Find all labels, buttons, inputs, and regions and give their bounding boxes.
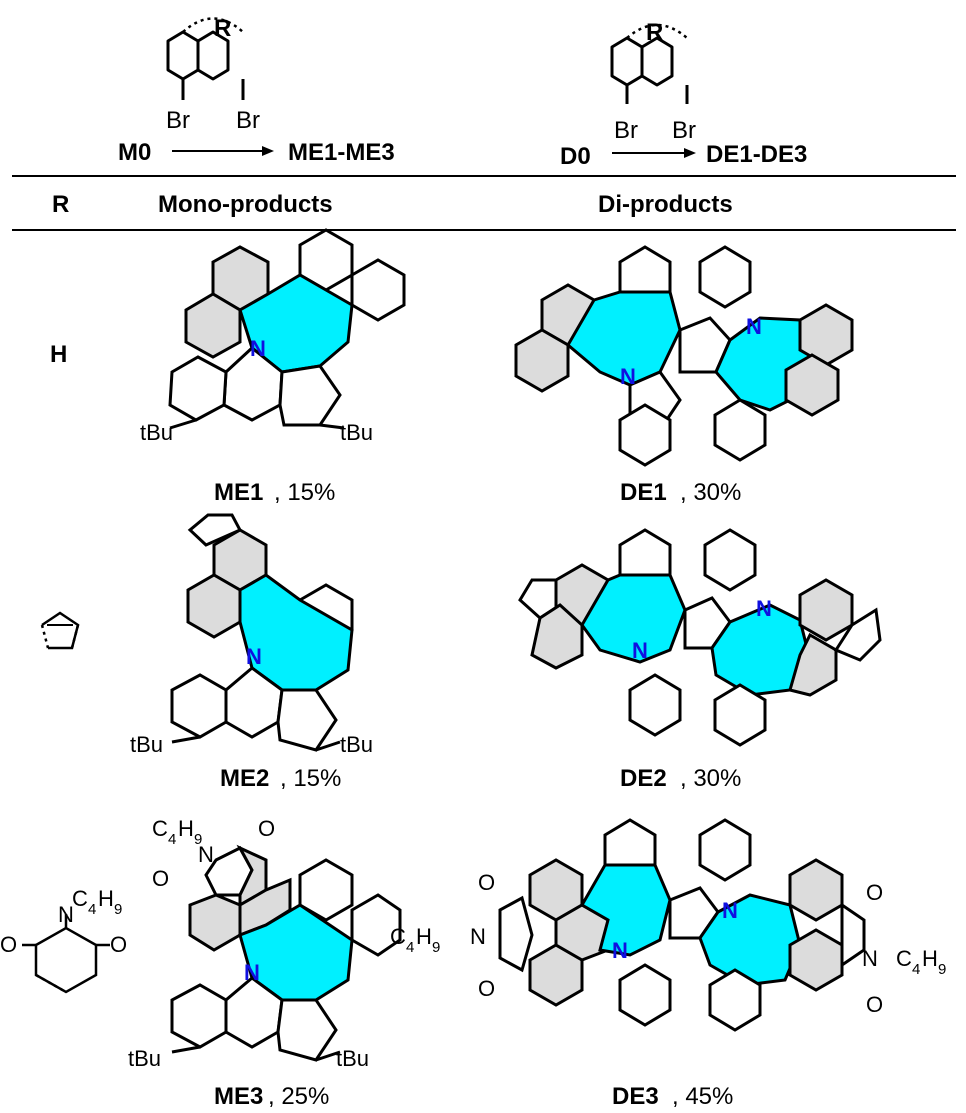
compound-yield: , 45% bbox=[672, 1083, 733, 1110]
oxygen-atom: O bbox=[478, 870, 495, 895]
butyl-sub9: 9 bbox=[114, 901, 122, 918]
compound-name: ME1 bbox=[214, 479, 263, 506]
tbu-group: tBu bbox=[140, 420, 173, 445]
nitrogen-atom: N bbox=[746, 314, 762, 339]
header-mono: Mono-products bbox=[158, 191, 333, 218]
nitrogen-atom: N bbox=[620, 364, 636, 389]
start-label: D0 bbox=[560, 143, 591, 170]
butyl-sub4: 4 bbox=[168, 831, 176, 848]
br-label: Br bbox=[614, 117, 638, 144]
header-r: R bbox=[52, 191, 69, 218]
r-h-label: H bbox=[50, 341, 67, 368]
oxygen-atom: O bbox=[152, 866, 169, 891]
molecule-de1: N N bbox=[514, 245, 854, 467]
nitrogen-atom-label: N bbox=[470, 924, 486, 949]
butyl-sub9: 9 bbox=[432, 939, 440, 956]
butyl-c: C bbox=[152, 816, 168, 841]
scheme-right: R Br Br D0 DE1-DE3 bbox=[560, 19, 807, 170]
nitrogen-atom: N bbox=[612, 938, 628, 963]
oxygen-atom: O bbox=[110, 932, 127, 957]
compound-name: DE1 bbox=[620, 479, 667, 506]
br-label: Br bbox=[236, 107, 260, 134]
butyl-h: H bbox=[416, 924, 432, 949]
tbu-group: tBu bbox=[128, 1046, 161, 1071]
br-label: Br bbox=[672, 117, 696, 144]
butyl-h: H bbox=[98, 886, 114, 911]
glutarimide-substituent: O O N C 4 H 9 bbox=[0, 886, 127, 994]
nitrogen-atom: N bbox=[244, 960, 260, 985]
molecule-de2: N N bbox=[518, 528, 882, 747]
nitrogen-atom: N bbox=[722, 898, 738, 923]
br-label: Br bbox=[166, 107, 190, 134]
oxygen-atom: O bbox=[478, 976, 495, 1001]
arrow-head-icon bbox=[684, 148, 696, 158]
molecule-de3: O N O C 4 H 9 N N O N O C 4 H 9 bbox=[390, 818, 946, 1032]
oxygen-atom: O bbox=[258, 816, 275, 841]
compound-name: ME3 bbox=[214, 1083, 263, 1110]
nitrogen-atom-label: N bbox=[198, 842, 214, 867]
tbu-group: tBu bbox=[340, 420, 373, 445]
butyl-h: H bbox=[922, 946, 938, 971]
start-label: M0 bbox=[118, 139, 151, 166]
end-label: ME1-ME3 bbox=[288, 139, 395, 166]
oxygen-atom: O bbox=[866, 880, 883, 905]
nitrogen-atom: N bbox=[246, 644, 262, 669]
compound-name: DE2 bbox=[620, 765, 667, 792]
nitrogen-atom: N bbox=[756, 596, 772, 621]
r-label: R bbox=[646, 19, 663, 46]
butyl-sub9: 9 bbox=[194, 831, 202, 848]
butyl-sub4: 4 bbox=[88, 901, 96, 918]
butyl-c: C bbox=[72, 886, 88, 911]
compound-yield: , 25% bbox=[268, 1083, 329, 1110]
tbu-group: tBu bbox=[130, 732, 163, 757]
butyl-sub4: 4 bbox=[912, 961, 920, 978]
molecule-me2: N tBu tBu bbox=[130, 513, 373, 757]
compound-yield: , 15% bbox=[280, 765, 341, 792]
butyl-sub4: 4 bbox=[406, 939, 414, 956]
naphthalene-left bbox=[166, 17, 245, 100]
oxygen-atom: O bbox=[0, 932, 17, 957]
butyl-h: H bbox=[178, 816, 194, 841]
butyl-sub9: 9 bbox=[938, 961, 946, 978]
r-label: R bbox=[214, 15, 231, 42]
header-di: Di-products bbox=[598, 191, 733, 218]
molecule-me1: N tBu tBu bbox=[140, 228, 406, 445]
nitrogen-atom: N bbox=[632, 638, 648, 663]
butyl-c: C bbox=[896, 946, 912, 971]
compound-name: DE3 bbox=[612, 1083, 659, 1110]
nitrogen-atom-label: N bbox=[58, 902, 74, 927]
nitrogen-atom-label: N bbox=[862, 946, 878, 971]
compound-name: ME2 bbox=[220, 765, 269, 792]
cyclopentene-icon bbox=[40, 611, 80, 650]
butyl-c: C bbox=[390, 924, 406, 949]
compound-yield: , 15% bbox=[274, 479, 335, 506]
compound-yield: , 30% bbox=[680, 479, 741, 506]
tbu-group: tBu bbox=[336, 1046, 369, 1071]
molecule-me3: C 4 H 9 O N O N tBu tBu bbox=[128, 816, 402, 1071]
oxygen-atom: O bbox=[866, 992, 883, 1017]
compound-yield: , 30% bbox=[680, 765, 741, 792]
scheme-left: R Br Br M0 ME1-ME3 bbox=[118, 15, 395, 166]
tbu-group: tBu bbox=[340, 732, 373, 757]
end-label: DE1-DE3 bbox=[706, 141, 807, 168]
nitrogen-atom: N bbox=[250, 336, 266, 361]
arrow-head-icon bbox=[262, 146, 274, 156]
